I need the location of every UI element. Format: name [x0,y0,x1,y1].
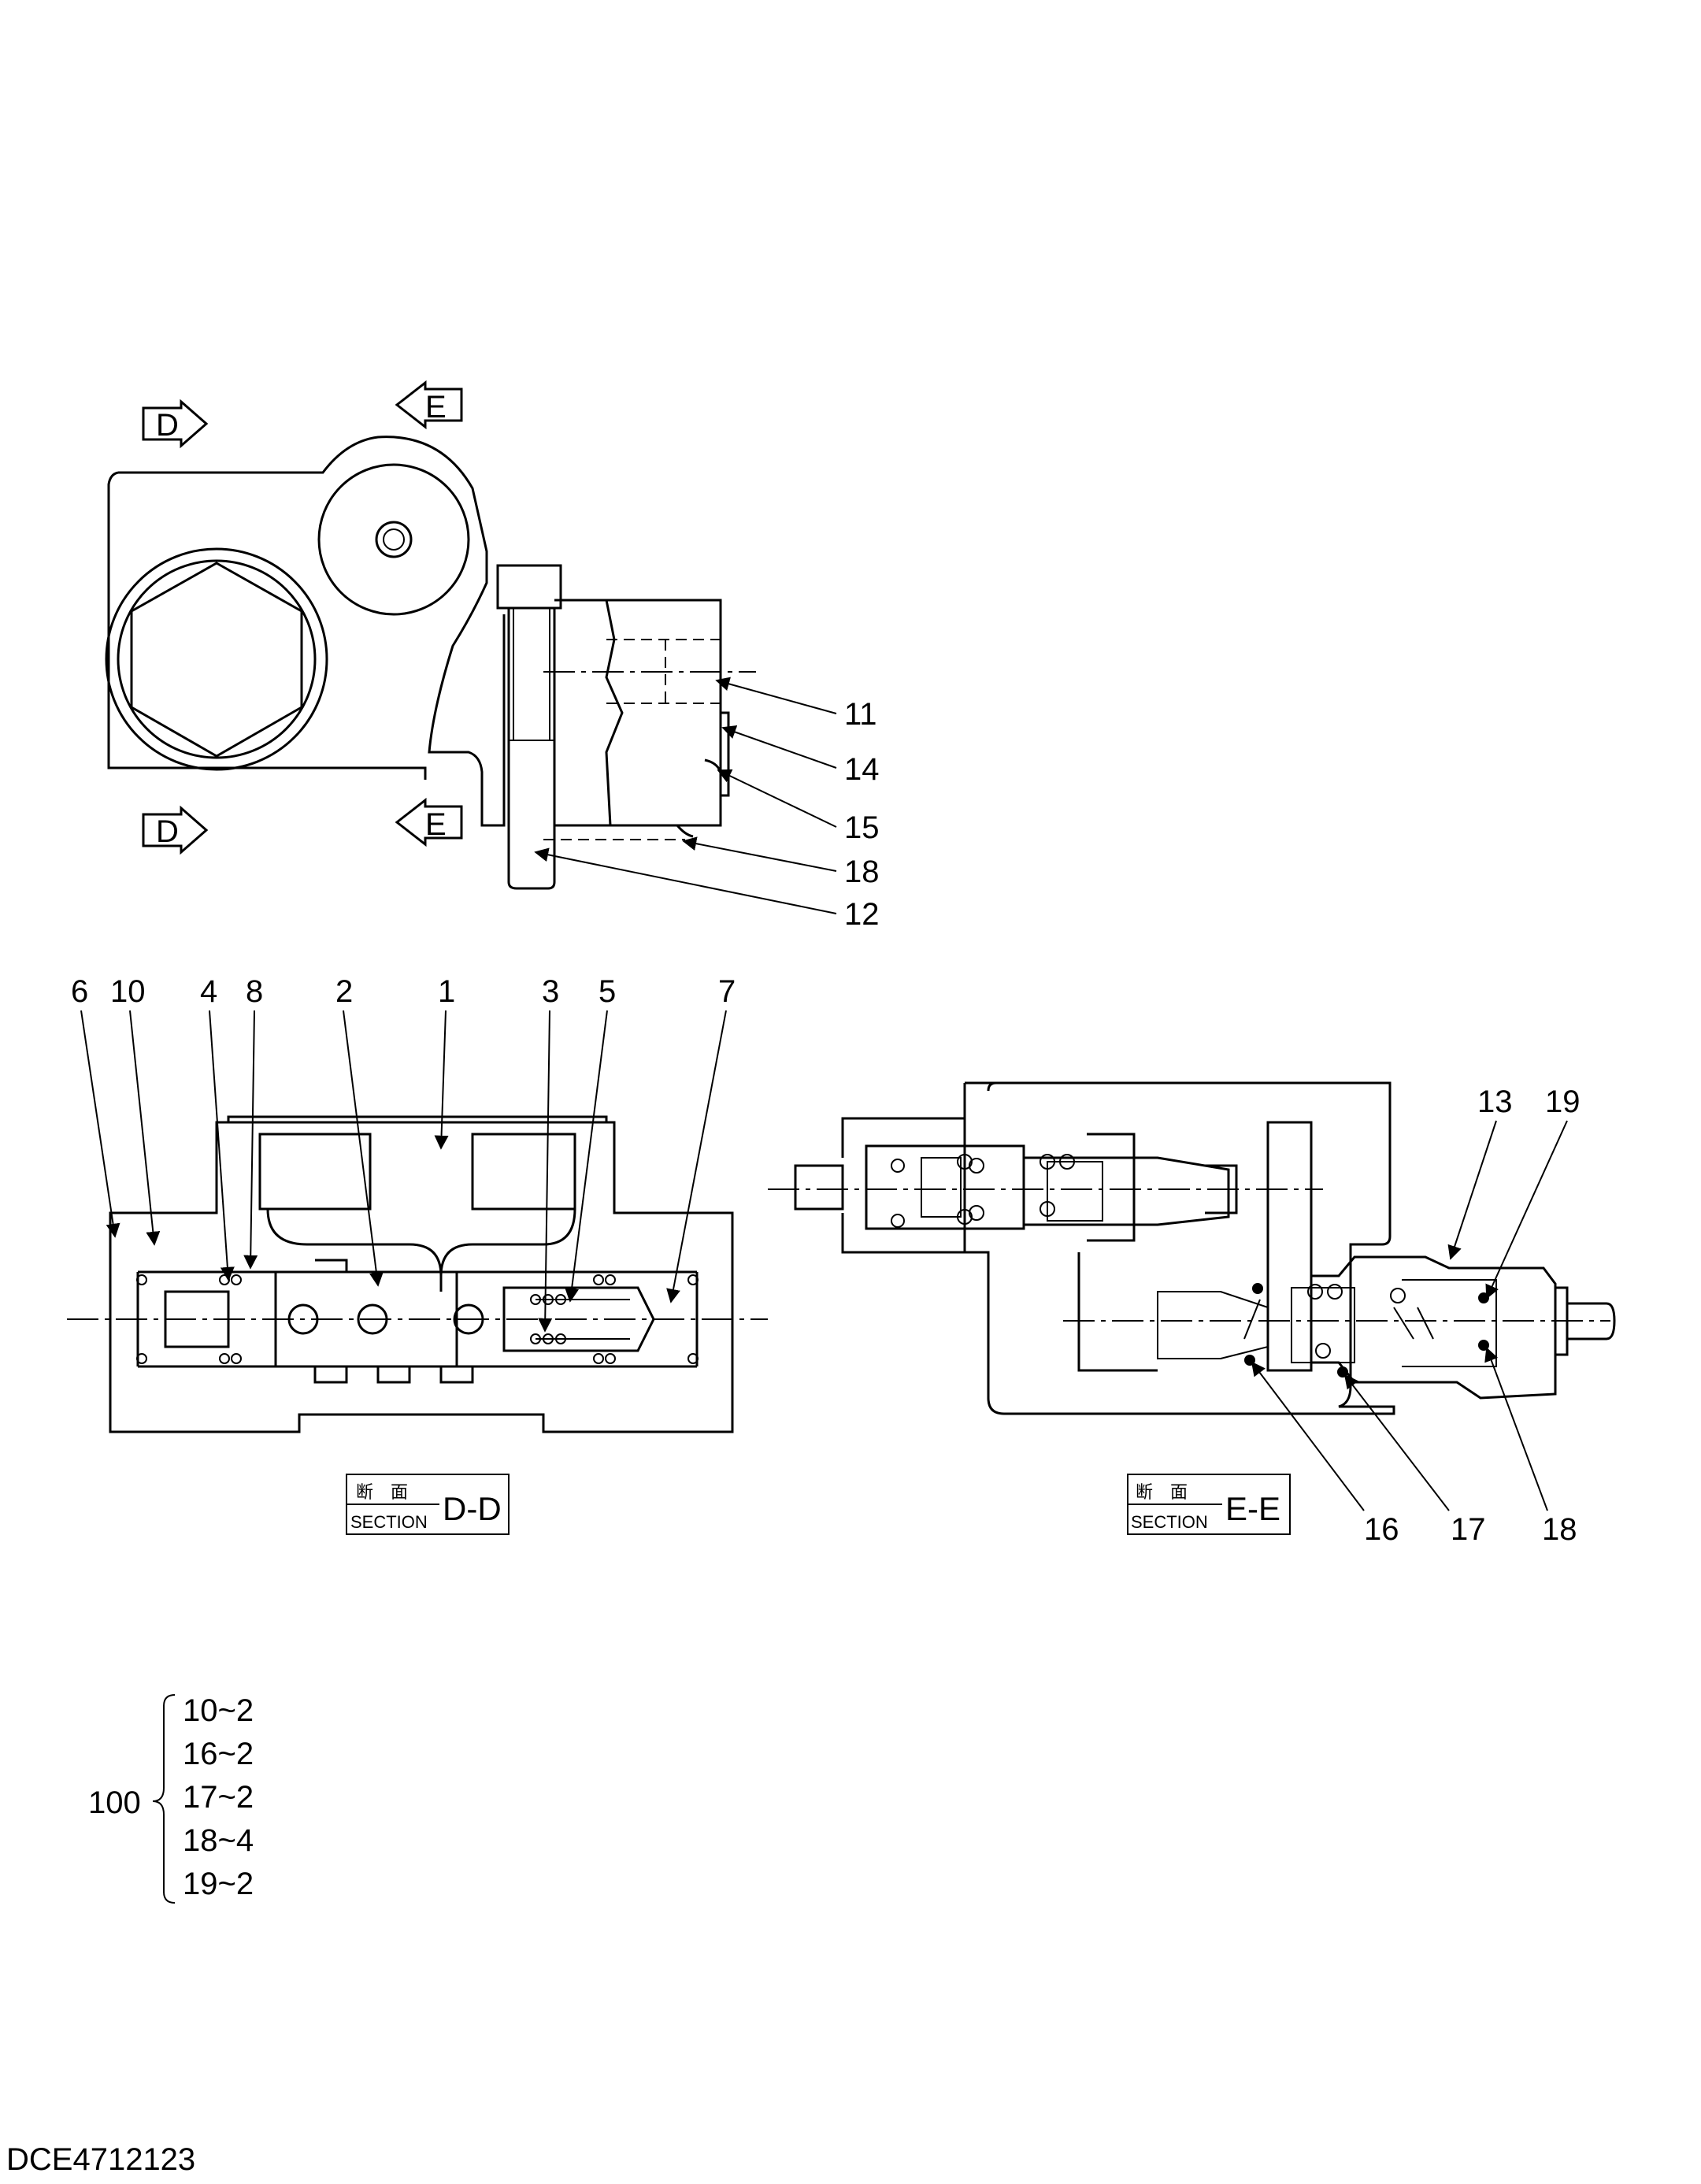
callout-4: 4 [200,974,217,1009]
side-block [543,599,756,840]
view-marker-d-bottom: D [142,805,209,855]
svg-text:断 面: 断 面 [1136,1482,1188,1502]
callout-11: 11 [844,697,877,732]
round-boss [317,463,470,616]
callout-12: 12 [844,897,880,932]
callout-13: 13 [1477,1085,1513,1119]
section-label-dd: 断 面 SECTION D-D [346,1474,510,1535]
view-marker-e-top: E [395,380,463,430]
callout-16: 16 [1364,1512,1399,1547]
kit-item: 18~4 [183,1823,254,1858]
svg-text:E: E [425,807,447,842]
kit-list: 100 10~2 16~2 17~2 18~4 19~2 [88,1693,254,1904]
section-ee-view: 13 19 16 17 18 断 面 SECTION E-E [768,1081,1616,1547]
callout-17: 17 [1451,1512,1486,1547]
valve-body-outline [107,436,506,827]
top-view: D D E E [105,380,880,932]
view-marker-d-top: D [142,399,209,449]
hex-plug-outer [105,547,328,771]
callout-6: 6 [71,974,88,1009]
svg-text:E-E: E-E [1225,1490,1280,1527]
svg-text:D-D: D-D [443,1490,502,1527]
svg-text:D: D [156,814,179,849]
kit-item: 17~2 [183,1780,254,1815]
kit-item: 10~2 [183,1693,254,1728]
bolt [496,564,562,890]
callout-1: 1 [438,974,455,1009]
callout-7: 7 [718,974,736,1009]
kit-item: 19~2 [183,1867,254,1901]
svg-text:SECTION: SECTION [350,1512,428,1532]
section-label-ee: 断 面 SECTION E-E [1127,1474,1291,1535]
callout-3: 3 [542,974,559,1009]
kit-brace [152,1694,176,1904]
view-marker-e-bottom: E [395,797,463,847]
svg-text:E: E [425,390,447,425]
svg-text:D: D [156,408,179,443]
svg-text:SECTION: SECTION [1131,1512,1208,1532]
ee-body-outline [963,1081,1395,1415]
hex-plug [130,562,303,758]
section-dd-view: 6 10 4 8 2 1 3 5 7 断 面 SECTION D-D [67,974,768,1535]
callout-15: 15 [844,810,880,845]
svg-text:断 面: 断 面 [356,1482,408,1502]
callout-18: 18 [844,855,880,889]
callout-2: 2 [335,974,353,1009]
callout-19: 19 [1545,1085,1581,1119]
kit-item: 16~2 [183,1737,254,1771]
drawing-code: DCE4712123 [6,2142,196,2177]
callout-14: 14 [844,752,880,787]
dd-body-outline [109,1121,734,1433]
kit-number: 100 [88,1785,141,1820]
callout-10: 10 [110,974,146,1009]
callout-18-ee: 18 [1542,1512,1577,1547]
callout-8: 8 [246,974,263,1009]
callout-5: 5 [598,974,616,1009]
